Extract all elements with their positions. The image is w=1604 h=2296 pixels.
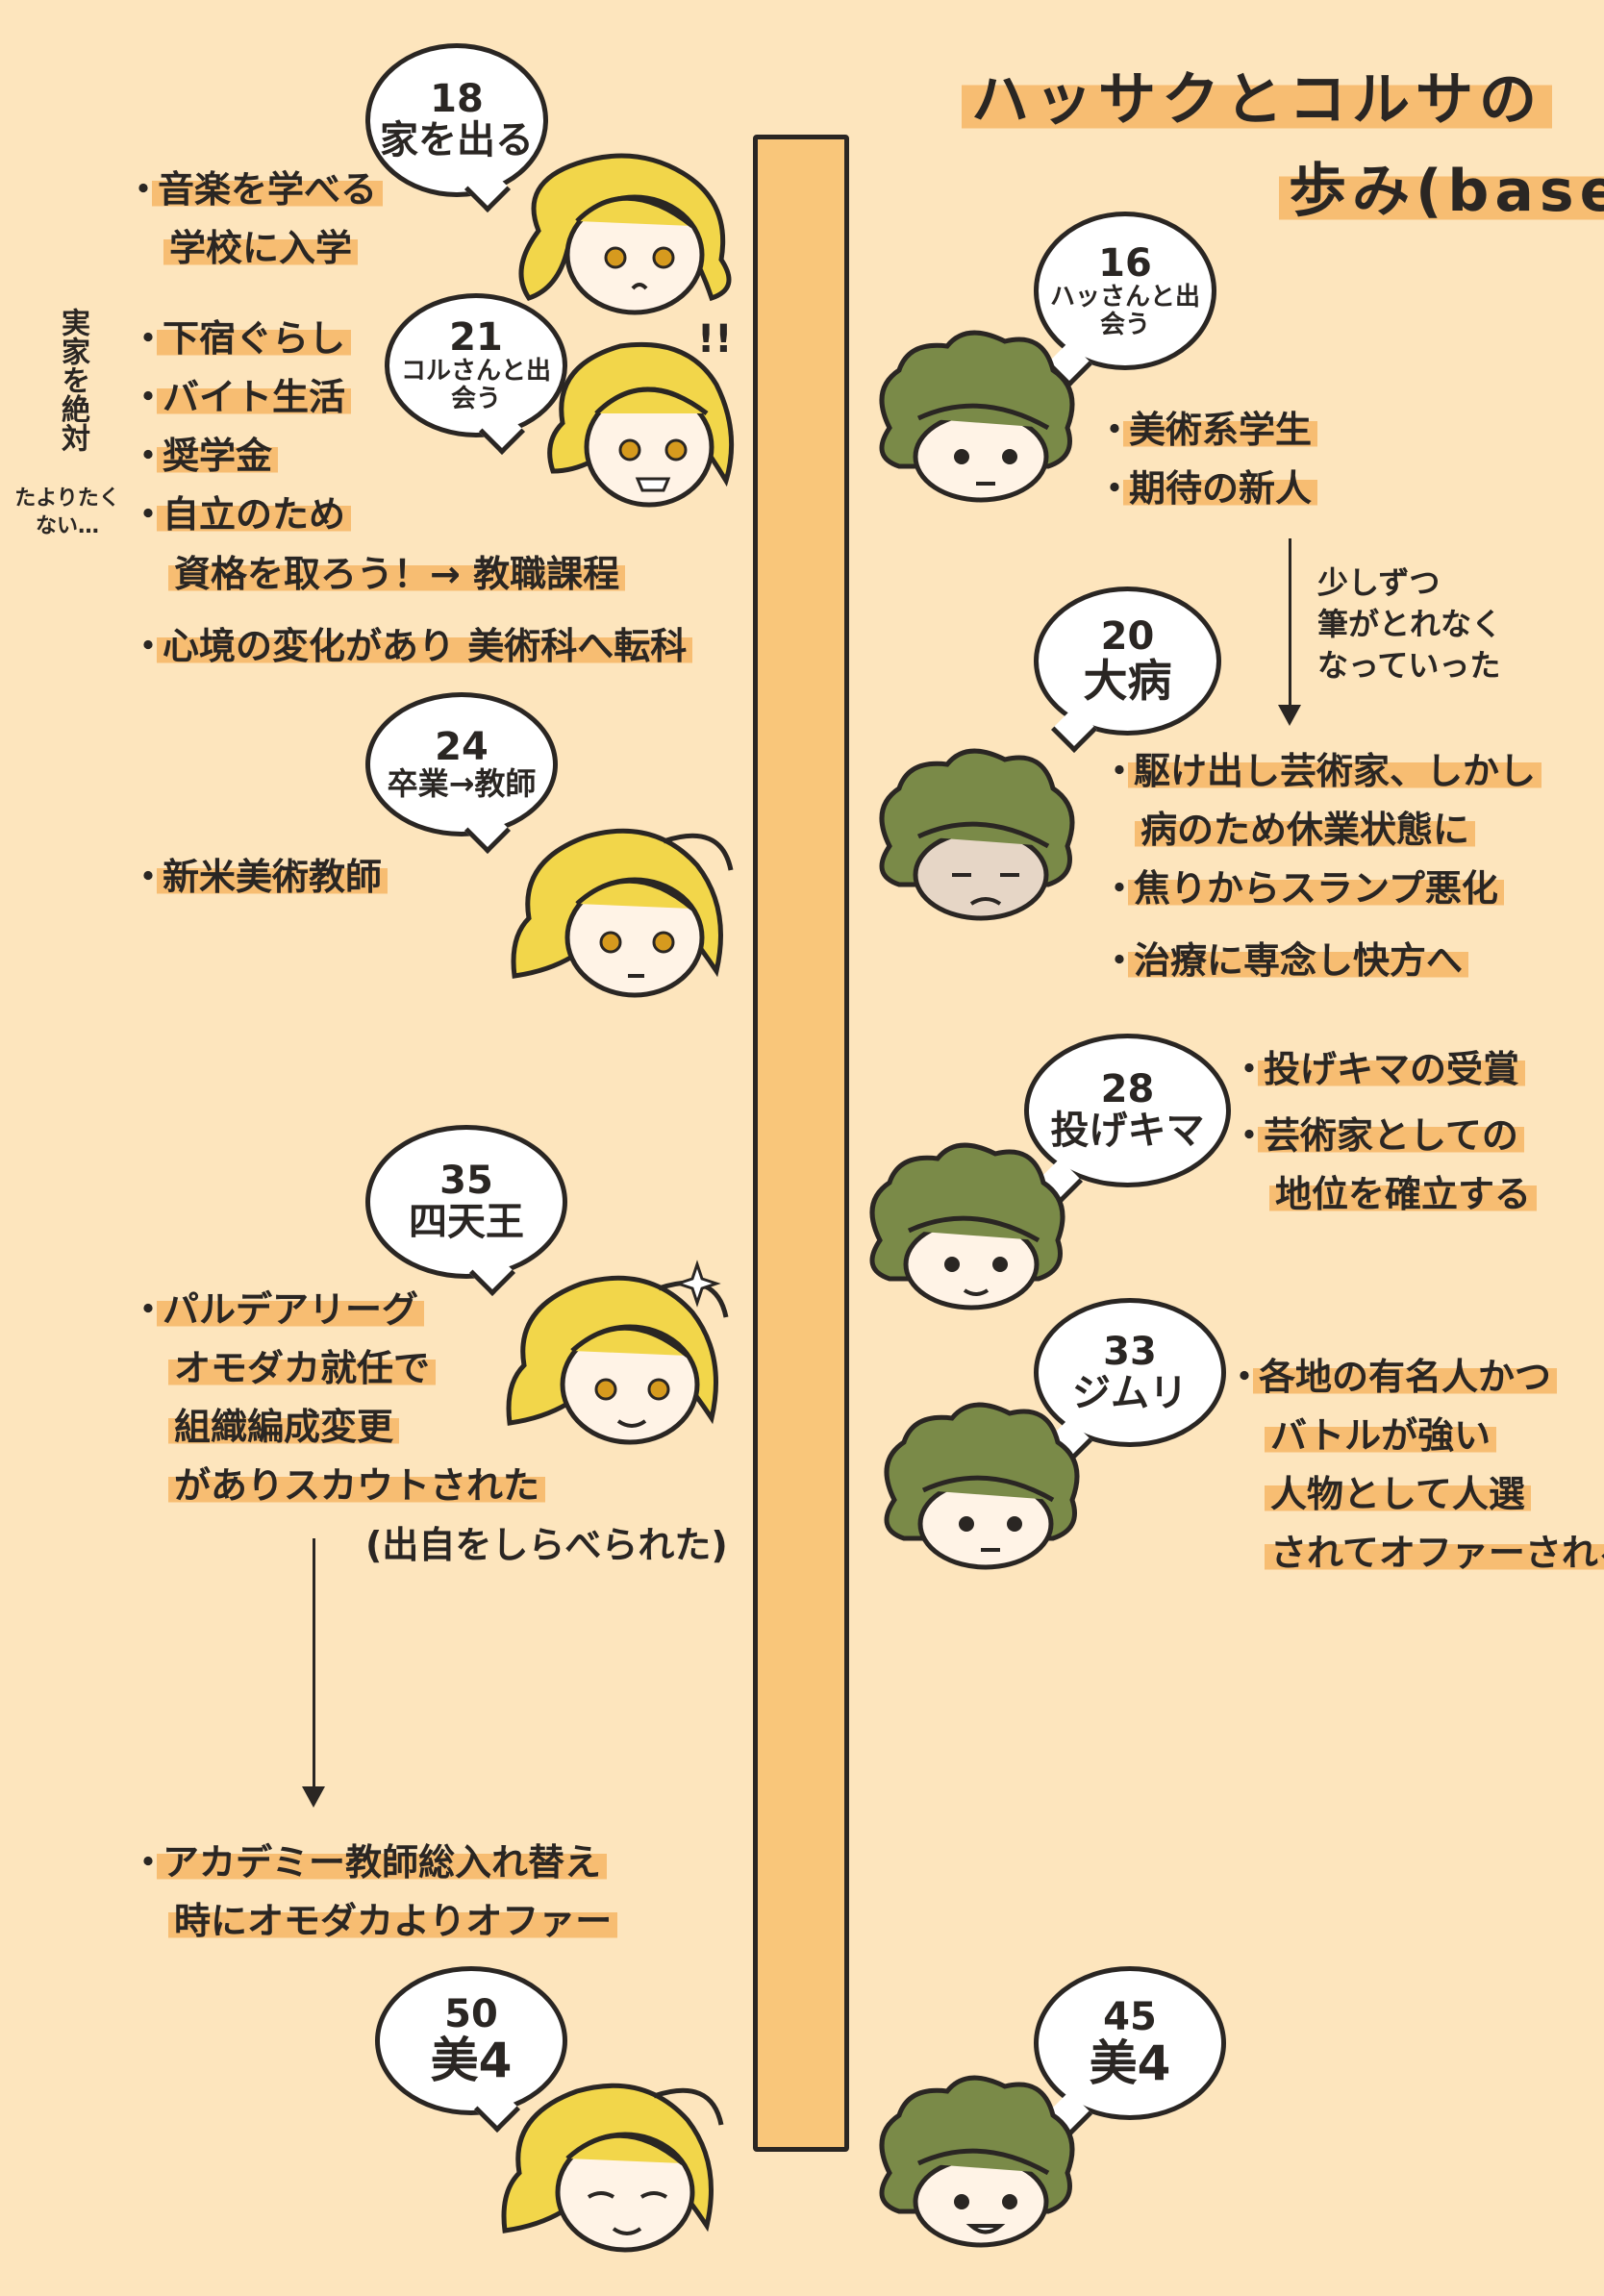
note-line: 新米美術教師 [157, 856, 388, 898]
kolsa-notes-gym: ・各地の有名人かつ バトルが強い 人物として人選 されてオファーされる [1226, 1346, 1604, 1585]
note-line: 奨学金 [157, 435, 279, 477]
hassaku-face [511, 828, 734, 998]
hassaku-notes-origin: (出自をしらべられた) [365, 1514, 728, 1577]
note-line: 人物として人選 [1265, 1473, 1531, 1515]
note-line: 自立のため [157, 493, 352, 536]
arrow-down [313, 1538, 315, 1788]
note-line: オモダカ就任で [168, 1347, 437, 1389]
hassaku-notes-academy: ・アカデミー教師総入れ替え 時にオモダカよりオファー [130, 1832, 618, 1953]
event-label: 大病 [1083, 655, 1172, 708]
note-line: 心境の変化があり 美術科へ転科 [157, 625, 693, 667]
note-line: 学校に入学 [163, 227, 359, 269]
note-line: 焦りからスランプ悪化 [1128, 867, 1504, 910]
hassaku-face [518, 153, 732, 315]
side-note-text: 実家を絶対 [56, 308, 89, 452]
note-line: 時にオモダカよりオファー [168, 1900, 618, 1942]
age-label: 21 [449, 315, 503, 361]
hassaku-face [501, 2083, 724, 2253]
kolsa-face [879, 2075, 1075, 2248]
age-bubble-20: 20 大病 [1034, 586, 1221, 736]
note-line: がありスカウトされた [168, 1464, 546, 1507]
hassaku-face [547, 341, 735, 508]
note-line: されてオファーされる [1265, 1532, 1604, 1574]
title-line-2: 歩み(base) [1279, 158, 1604, 225]
hassaku-notes-league: ・パルデアリーグ オモダカ就任で 組織編成変更 がありスカウトされた [130, 1279, 546, 1517]
age-label: 35 [439, 1159, 493, 1203]
age-label: 20 [1100, 614, 1155, 660]
age-bubble-21: 21 コルさんと出会う [385, 293, 567, 437]
note-line: (出自をしらべられた) [365, 1524, 728, 1566]
event-label: ハッさんと出会う [1049, 282, 1200, 339]
event-label: ジムリ [1072, 1370, 1188, 1415]
event-label: 四天王 [409, 1200, 524, 1244]
age-label: 50 [444, 1992, 498, 2036]
note-line: 音楽を学べる [152, 168, 384, 211]
hassaku-notes-transfer: ・心境の変化があり 美術科へ転科 [130, 615, 693, 678]
timeline-bar [753, 135, 849, 2152]
title-line-1: ハッサクとコルサの [962, 66, 1552, 134]
note-line: 病のため休業状態に [1135, 809, 1476, 851]
kolsa-face [869, 1142, 1065, 1310]
age-label: 16 [1098, 240, 1152, 286]
kolsa-notes-student: ・美術系学生 ・期待の新人 [1096, 399, 1318, 520]
page-subtitle: 歩み(base) [1279, 144, 1604, 228]
event-label: 卒業→教師 [387, 765, 537, 803]
hassaku-notes-license: 資格を取ろう！→ 教職課程 [168, 543, 626, 606]
event-label: 美4 [1089, 2034, 1171, 2091]
note-line: 駆け出し芸術家、しかし [1128, 750, 1542, 792]
age-bubble-24: 24 卒業→教師 [365, 692, 558, 836]
hassaku-notes-life: ・下宿ぐらし ・バイト生活 ・奨学金 ・自立のため [130, 308, 352, 546]
page-title: ハッサクとコルサの [962, 53, 1552, 137]
note-line: なっていった [1317, 647, 1501, 685]
note-line: 地位を確立する [1269, 1173, 1538, 1215]
event-label: 投げキマ [1050, 1109, 1205, 1153]
age-bubble-16: 16 ハッさんと出会う [1034, 212, 1216, 370]
arrow-head [302, 1786, 325, 1808]
event-label: コルさんと出会う [400, 357, 551, 413]
note-line: 筆がとれなく [1317, 606, 1503, 643]
note-line: 少しずつ [1317, 564, 1441, 601]
age-label: 28 [1100, 1067, 1155, 1111]
note-line: 美術系学生 [1123, 409, 1318, 451]
note-line: 芸術家としての [1258, 1114, 1524, 1157]
age-label: 45 [1103, 1994, 1157, 2039]
side-note-small: たよりたくない… [10, 486, 125, 540]
hassaku-notes-school: ・音楽を学べる 学校に入学 [125, 159, 384, 280]
hassaku-face [506, 1260, 729, 1445]
note-line: 治療に専念し快方へ [1128, 939, 1469, 982]
note-line: 各地の有名人かつ [1253, 1356, 1558, 1398]
kolsa-face [884, 1402, 1080, 1570]
note-line: バイト生活 [157, 376, 352, 418]
note-line: 資格を取ろう！→ 教職課程 [168, 553, 626, 595]
kolsa-notes-award: ・投げキマの受賞 ・芸術家としての 地位を確立する [1231, 1038, 1538, 1226]
note-line: バトルが強い [1265, 1414, 1497, 1457]
arrow-head [1278, 705, 1301, 726]
note-line: パルデアリーグ [157, 1288, 425, 1331]
note-line: 投げキマの受賞 [1258, 1048, 1526, 1090]
kolsa-face [879, 330, 1075, 503]
side-note-small-text: たよりたくない… [14, 487, 120, 538]
side-note: 実家を絶対 [24, 308, 91, 452]
note-line: 組織編成変更 [168, 1406, 400, 1448]
event-label: 美4 [430, 2033, 513, 2088]
note-line: 期待の新人 [1123, 467, 1318, 510]
kolsa-face [879, 748, 1075, 921]
age-label: 18 [430, 77, 484, 121]
kolsa-arrow-note: 少しずつ 筆がとれなく なっていった [1317, 562, 1502, 687]
kolsa-notes-illness: ・駆け出し芸術家、しかし 病のため休業状態に ・焦りからスランプ悪化 ・治療に専… [1101, 740, 1542, 992]
hassaku-notes-teacher: ・新米美術教師 [130, 846, 388, 909]
age-label: 33 [1103, 1329, 1157, 1374]
age-bubble-50: 50 美4 [375, 1966, 567, 2115]
age-label: 24 [435, 725, 489, 770]
note-line: アカデミー教師総入れ替え [157, 1841, 608, 1884]
age-bubble-18: 18 家を出る [365, 43, 548, 197]
event-label: 家を出る [380, 118, 534, 162]
note-line: 下宿ぐらし [157, 317, 352, 360]
age-bubble-35: 35 四天王 [365, 1125, 567, 1279]
arrow-down [1289, 538, 1291, 707]
exclaim-mark: !! [697, 317, 733, 362]
